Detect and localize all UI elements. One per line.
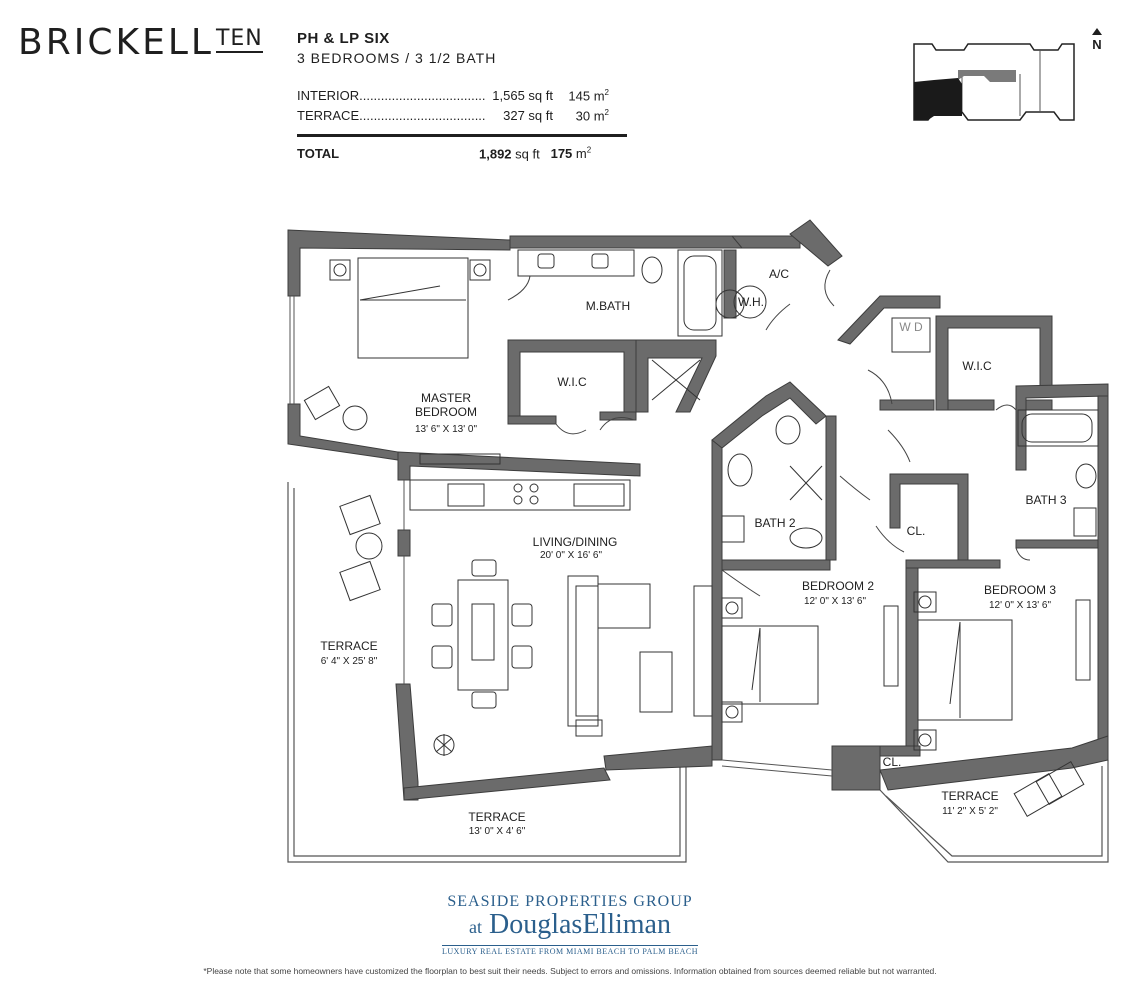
label-mbath: M.BATH [586, 299, 630, 313]
area-row-terrace: TERRACE.................................… [297, 108, 609, 123]
north-arrow: N [1086, 28, 1108, 52]
area-divider [297, 134, 627, 137]
label-living: LIVING/DINING [533, 535, 618, 549]
area-sqft: 1,565 sq ft [492, 88, 553, 104]
label-closet-1: CL. [907, 524, 926, 538]
label-master-1: MASTER [421, 391, 471, 405]
brand-suffix: TEN [215, 26, 263, 53]
dim-bedroom2: 12' 0" X 13' 6" [804, 596, 867, 607]
area-row-total: TOTAL 1,892 sq ft 175 m2 [297, 146, 591, 161]
terrace-railing [287, 482, 1109, 863]
agency-name: SEASIDE PROPERTIES GROUP [447, 893, 693, 910]
living-furniture [431, 559, 713, 756]
label-ac: A/C [769, 267, 789, 281]
key-plan-unit-marker [914, 78, 962, 120]
unit-subtitle: 3 BEDROOMS / 3 1/2 BATH [297, 50, 497, 66]
windows [289, 296, 833, 777]
brand-name: BRICKELL [18, 22, 214, 63]
label-terrace-east: TERRACE [941, 789, 998, 803]
area-m2: 30 m2 [575, 108, 609, 124]
label-terrace-west: TERRACE [320, 639, 377, 653]
label-wic-2: W.I.C [962, 359, 992, 373]
master-furniture [303, 257, 491, 431]
label-bedroom3: BEDROOM 3 [984, 583, 1056, 597]
label-wic-master: W.I.C [557, 375, 587, 389]
area-label: INTERIOR................................… [297, 88, 485, 104]
area-row-interior: INTERIOR................................… [297, 88, 609, 103]
area-sqft: 327 sq ft [503, 108, 553, 124]
agency-logo: SEASIDE PROPERTIES GROUP at DouglasEllim… [380, 893, 760, 959]
bedroom3-furniture [883, 317, 1099, 817]
dim-master: 13' 6" X 13' 0" [415, 424, 478, 435]
label-bedroom2: BEDROOM 2 [802, 579, 874, 593]
label-master-2: BEDROOM [415, 405, 477, 419]
kitchen-counter [409, 453, 631, 511]
north-label: N [1092, 37, 1102, 52]
dim-terrace-south: 13' 0" X 4' 6" [469, 826, 526, 837]
key-plan [913, 43, 1075, 121]
dim-terrace-east: 11' 2" X 5' 2" [942, 806, 998, 817]
master-bath-fixtures [517, 249, 767, 401]
key-plan-upper-unit [958, 70, 1016, 82]
label-terrace-south: TERRACE [468, 810, 525, 824]
label-closet-2: CL. [883, 755, 902, 769]
total-label: TOTAL [297, 146, 340, 162]
agency-tagline: LUXURY REAL ESTATE FROM MIAMI BEACH TO P… [441, 945, 699, 956]
north-arrow-icon [1092, 28, 1102, 35]
agency-brand: at DouglasElliman [469, 909, 671, 940]
area-label: TERRACE.................................… [297, 108, 485, 124]
total-sqft: 1,892 sq ft [479, 146, 540, 162]
bedroom2-furniture [721, 415, 823, 723]
label-bath2: BATH 2 [754, 516, 795, 530]
label-wd: W D [899, 320, 923, 334]
walls [287, 219, 1109, 801]
door-swings [507, 269, 1031, 597]
terrace-west-furniture [339, 494, 383, 602]
label-wh: W.H. [738, 295, 764, 309]
label-bath3: BATH 3 [1025, 493, 1066, 507]
dim-terrace-west: 6' 4" X 25' 8" [321, 656, 378, 667]
area-m2: 145 m2 [568, 88, 609, 104]
unit-title: PH & LP SIX [297, 30, 390, 47]
total-m2: 175 m2 [550, 146, 592, 162]
disclaimer: *Please note that some homeowners have c… [203, 966, 937, 976]
dim-living: 20' 0" X 16' 6" [540, 550, 603, 561]
brand-logo: BRICKELLTEN [18, 22, 263, 63]
dim-bedroom3: 12' 0" X 13' 6" [989, 600, 1052, 611]
